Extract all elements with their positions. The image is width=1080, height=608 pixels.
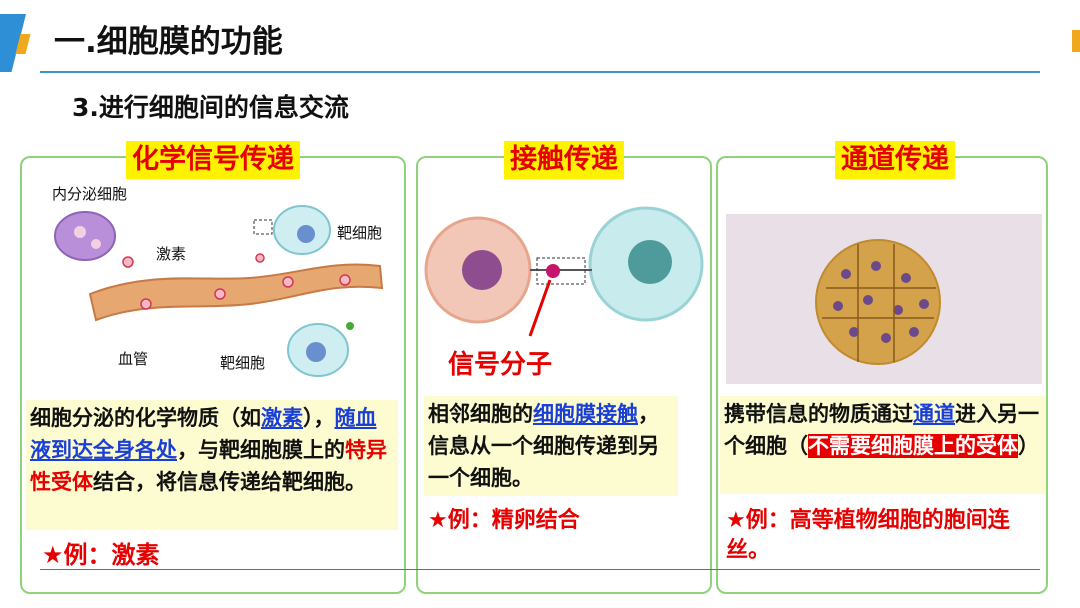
hormone-dot (140, 298, 152, 310)
highlight-no-receptor: 不需要细胞膜上的受体 (808, 434, 1018, 458)
contact-highlight-box (536, 257, 586, 285)
desc-text: 相邻细胞的 (428, 402, 533, 426)
micrograph-illustration (815, 239, 941, 365)
label-signal-molecule: 信号分子 (448, 350, 553, 380)
hormone-dot (282, 276, 294, 288)
highlight-membrane-contact: 细胞膜接触 (533, 402, 638, 426)
desc-text: 进入另一个细胞（ (724, 402, 1039, 458)
heading-channel-signal: 通道传递 (835, 141, 955, 179)
label-blood-vessel: 血管 (118, 350, 149, 368)
label-hormone: 激素 (156, 245, 187, 263)
hormone-dot (214, 288, 226, 300)
endocrine-cell-shape (54, 211, 116, 261)
nucleus-shape (306, 342, 326, 362)
section-subtitle: 3.进行细胞间的信息交流 (72, 93, 349, 122)
nucleus-shape (297, 225, 315, 243)
nucleus-shape (628, 240, 672, 284)
receptor-shape (346, 322, 354, 330)
highlight-blood-transport: 随血液到达全身各处 (30, 406, 377, 462)
vesicle-shape (91, 239, 101, 249)
description-channel-signal: 携带信息的物质通过通道进入另一个细胞（不需要细胞膜上的受体） (720, 396, 1046, 494)
example-chemical-signal: ★例：激素 (42, 541, 160, 569)
nucleus-shape (462, 250, 502, 290)
description-chemical-signal: 细胞分泌的化学物质（如激素），随血液到达全身各处，与靶细胞膜上的特异性受体结合，… (26, 400, 398, 530)
signal-molecule-dot (546, 264, 560, 278)
hormone-transport-illustration (54, 205, 384, 377)
heading-contact-signal: 接触传递 (504, 141, 624, 179)
hormone-dot (122, 256, 134, 268)
hormone-dot (339, 274, 351, 286)
pointer-line (528, 279, 552, 337)
desc-text: ，与靶细胞膜上的 (177, 438, 345, 462)
desc-text: 携带信息的物质通过 (724, 402, 913, 426)
page-title: 一.细胞膜的功能 (54, 24, 283, 60)
receptor-highlight-box (253, 219, 273, 235)
vesicle-shape (74, 226, 86, 238)
blood-vessel-shape (88, 263, 384, 322)
label-endocrine-cell: 内分泌细胞 (52, 185, 128, 203)
bottom-divider (40, 569, 1040, 570)
highlight-receptor: 特异性受体 (30, 438, 387, 494)
plasmodesmata-image (726, 214, 1042, 384)
cell-pattern (833, 261, 929, 343)
right-edge-accent (1072, 30, 1080, 52)
label-target-cell-bottom: 靶细胞 (220, 354, 266, 372)
example-channel-signal: ★例：高等植物细胞的胞间连丝。 (726, 508, 1010, 563)
desc-text: 结合，将信息传递给靶细胞。 (93, 470, 366, 494)
highlight-hormone: 激素 (261, 406, 303, 430)
description-contact-signal: 相邻细胞的细胞膜接触，信息从一个细胞传递到另一个细胞。 (424, 396, 678, 496)
example-contact-signal: ★例：精卵结合 (428, 508, 580, 533)
desc-text: 细胞分泌的化学物质（如 (30, 406, 261, 430)
desc-text: ） (1018, 434, 1039, 458)
desc-text: ）， (303, 406, 335, 430)
highlight-channel: 通道 (913, 402, 955, 426)
hormone-dot (255, 253, 265, 263)
contact-signal-illustration (424, 206, 704, 337)
heading-chemical-signal: 化学信号传递 (126, 141, 300, 179)
label-target-cell-top: 靶细胞 (337, 224, 383, 242)
desc-text: ，信息从一个细胞传递到另一个细胞。 (428, 402, 659, 490)
title-divider (40, 71, 1040, 73)
